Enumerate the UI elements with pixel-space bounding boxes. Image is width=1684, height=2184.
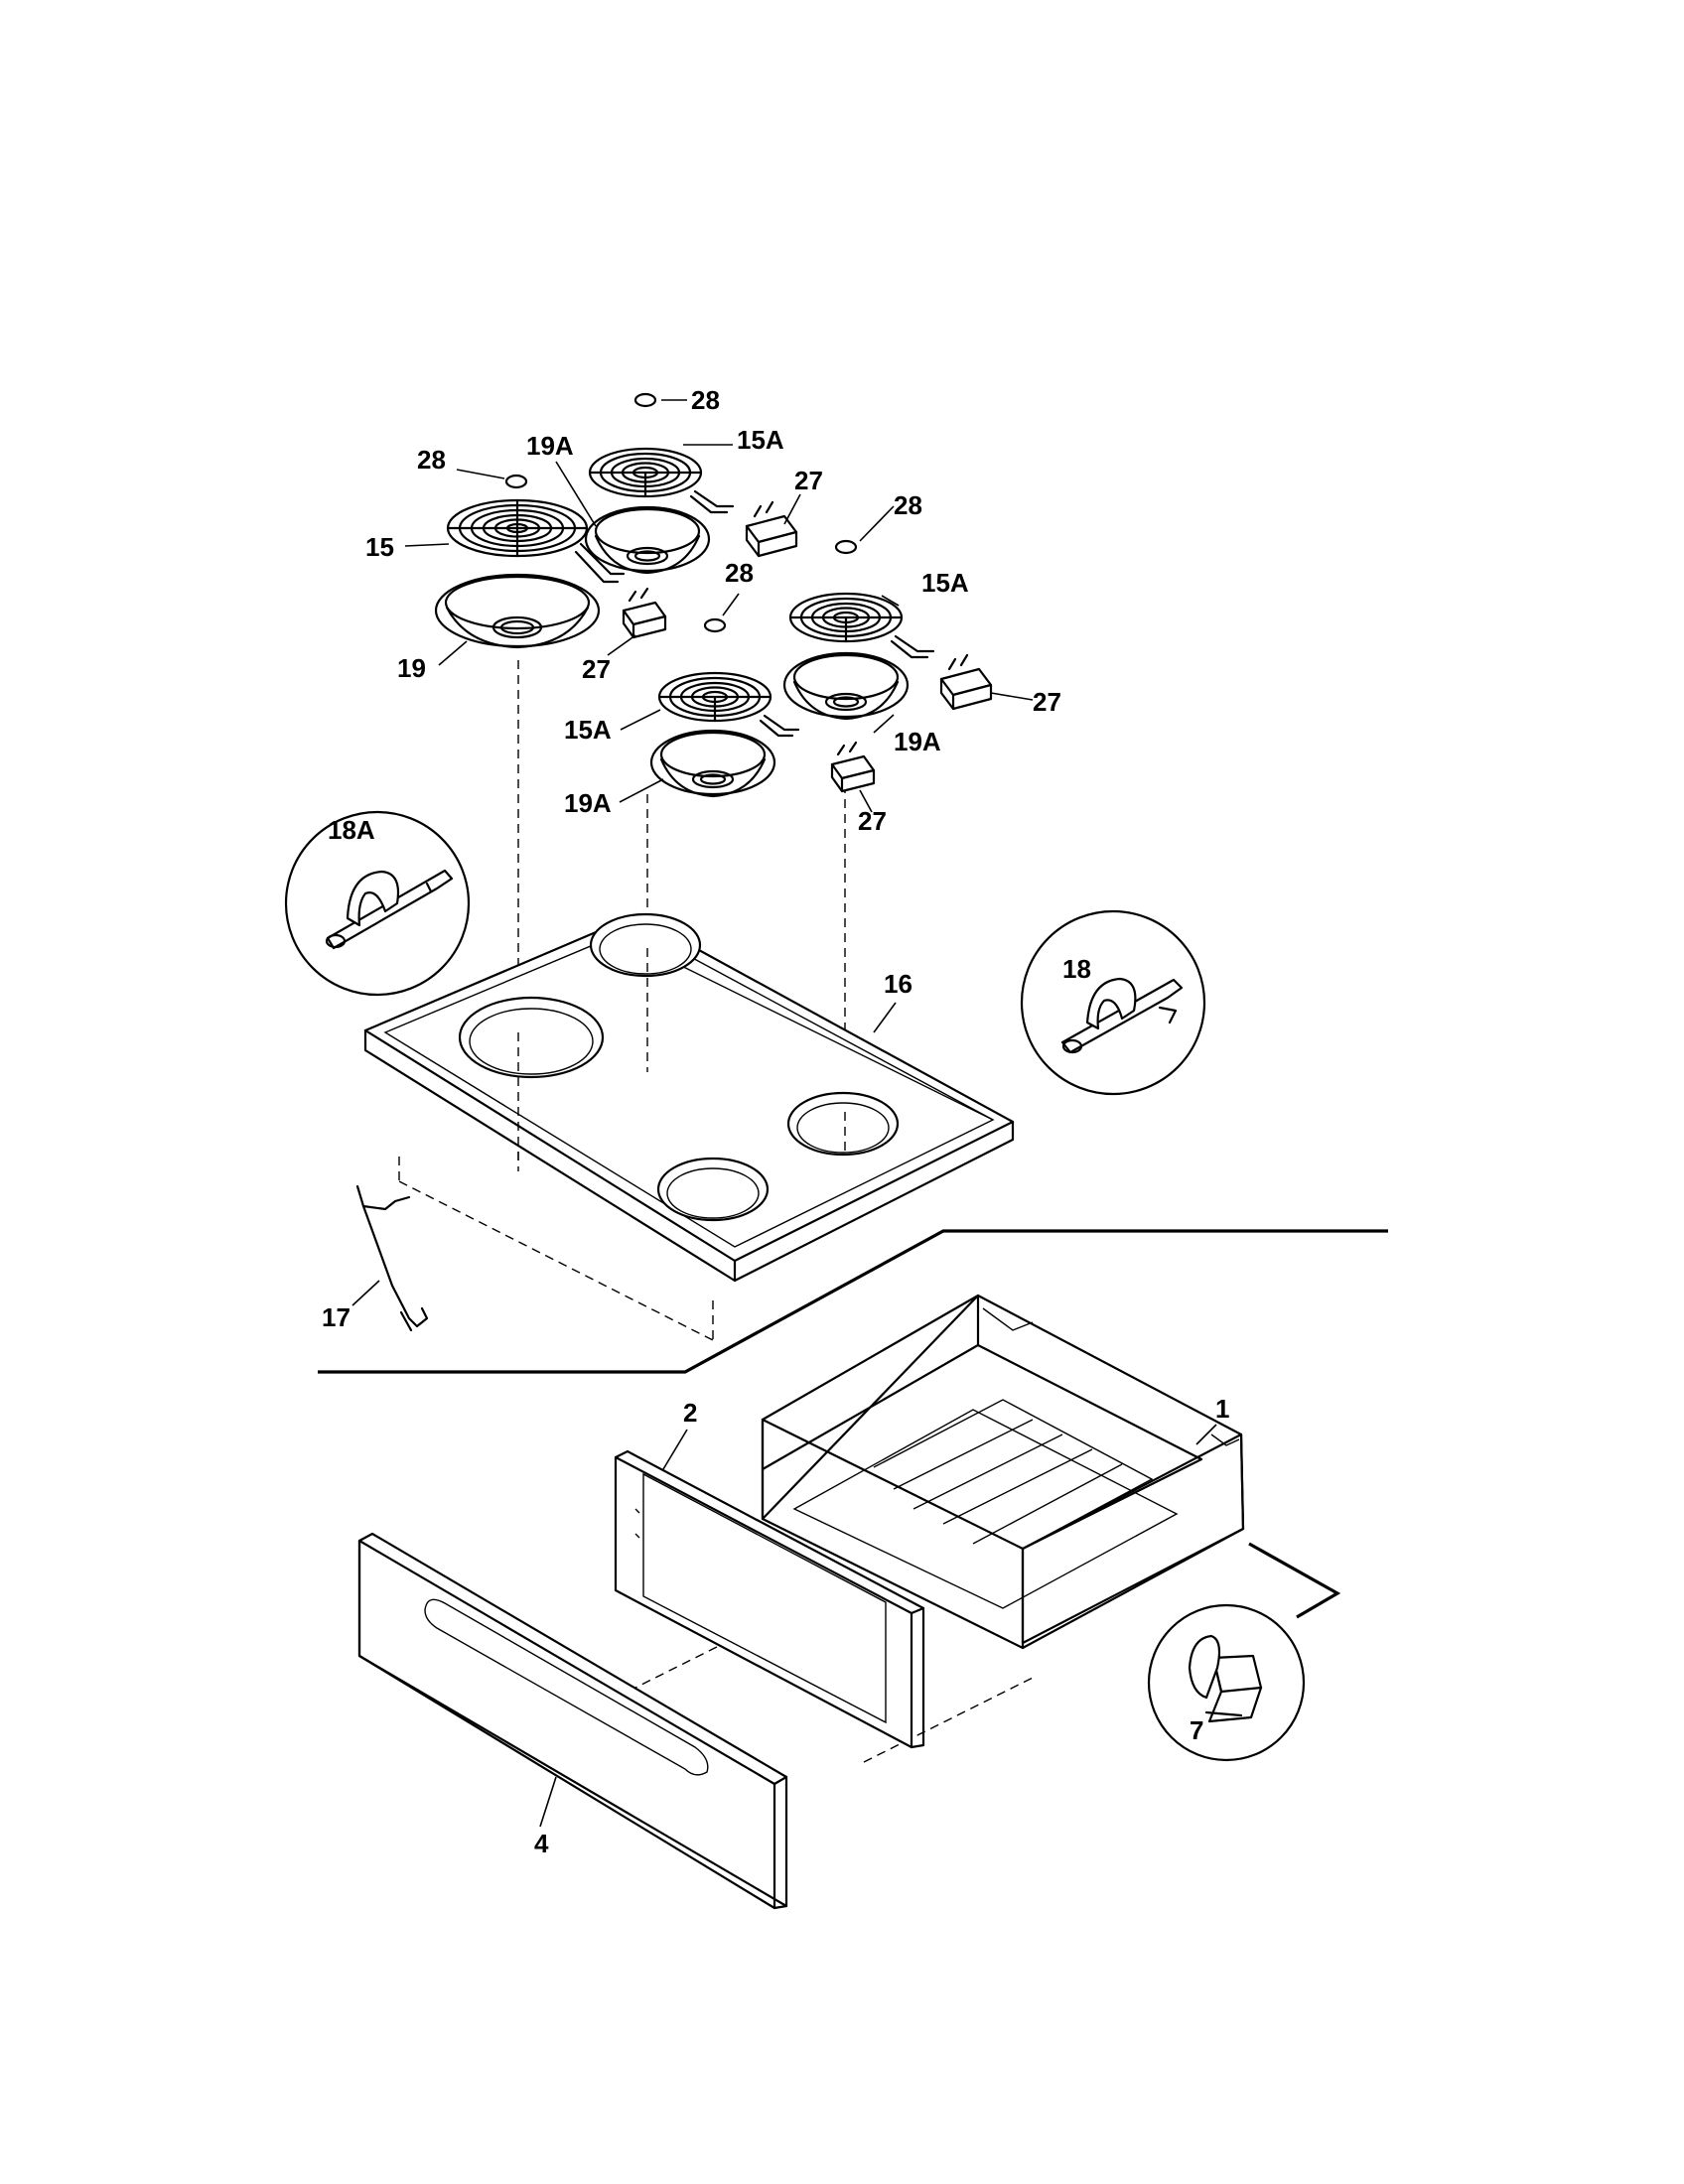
- callout-19A-top: 19A: [526, 431, 574, 461]
- callout-19: 19: [397, 653, 426, 683]
- drawer-panel[interactable]: [357, 1532, 788, 1910]
- callout-28-left: 28: [417, 445, 446, 475]
- callout-2: 2: [683, 1398, 697, 1428]
- drip-bowl-mid[interactable]: [649, 729, 776, 798]
- detail-18A[interactable]: [284, 810, 471, 997]
- drip-bowl-top[interactable]: [584, 505, 711, 575]
- callout-18: 18: [1062, 954, 1091, 984]
- callout-labels: 28 15A 28 19A 27 28 15 15A 28 19 27 27 1…: [322, 385, 1229, 1858]
- drawer-body[interactable]: [761, 1294, 1245, 1650]
- detail-18[interactable]: [1020, 909, 1206, 1096]
- callout-15: 15: [365, 532, 394, 562]
- drawer-frame[interactable]: [614, 1449, 925, 1749]
- leader-lines: [351, 399, 1217, 1828]
- receptacles[interactable]: [622, 500, 993, 793]
- callout-27-low: 27: [858, 806, 887, 836]
- callout-7: 7: [1190, 1715, 1203, 1745]
- callout-19A-mid: 19A: [564, 788, 612, 818]
- callout-28-right: 28: [894, 490, 922, 520]
- surface-element-right[interactable]: [788, 592, 935, 659]
- support-rod[interactable]: [355, 1184, 429, 1332]
- surface-element-mid[interactable]: [657, 671, 800, 738]
- callout-15A-mid: 15A: [564, 715, 612, 745]
- callout-27-right: 27: [1033, 687, 1061, 717]
- drip-bowl-large[interactable]: [434, 573, 601, 649]
- separation-line: [318, 1229, 1388, 1374]
- callout-27-top: 27: [794, 466, 823, 495]
- callout-27-mid: 27: [582, 654, 611, 684]
- trim-caps[interactable]: [504, 392, 858, 633]
- callout-16: 16: [884, 969, 912, 999]
- surface-element-top[interactable]: [588, 447, 735, 514]
- callout-15A-right: 15A: [921, 568, 969, 598]
- callout-18A: 18A: [328, 815, 375, 845]
- detail-7-leaders: [1248, 1542, 1341, 1619]
- callout-19A-right: 19A: [894, 727, 941, 756]
- callout-28-mid: 28: [725, 558, 754, 588]
- callout-17: 17: [322, 1302, 351, 1332]
- callout-4: 4: [534, 1829, 549, 1858]
- alignment-lines-front: [517, 948, 846, 1166]
- callout-1: 1: [1215, 1394, 1229, 1424]
- callout-28-top: 28: [691, 385, 720, 415]
- drip-bowl-right[interactable]: [782, 651, 910, 721]
- detail-7[interactable]: [1147, 1603, 1306, 1762]
- cooktop[interactable]: [363, 912, 1015, 1283]
- surface-element-large[interactable]: [446, 498, 626, 584]
- callout-15A-top: 15A: [737, 425, 784, 455]
